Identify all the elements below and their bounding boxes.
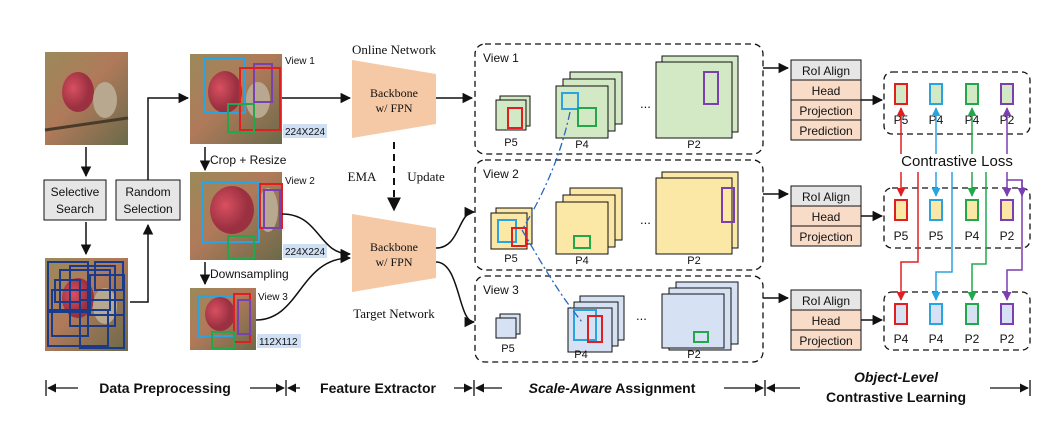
- target-backbone: Backbone w/ FPN: [352, 214, 436, 292]
- original-image: [44, 52, 129, 145]
- view3-label: View 3: [258, 292, 288, 303]
- feature-row3: P4 P4 P2 P2: [883, 291, 1031, 351]
- row3-head: Head: [812, 314, 841, 328]
- view1-size: 224X224: [285, 127, 325, 138]
- v2-p5-label: P5: [504, 253, 517, 265]
- selective-search-image: [45, 258, 128, 351]
- v2-p4-label: P4: [575, 255, 588, 267]
- random-selection-line1: Random: [125, 185, 170, 199]
- row1-head: Head: [812, 84, 841, 98]
- view3-image: [190, 288, 256, 350]
- r2-f2: P4: [965, 229, 980, 243]
- assign-row-view2: View 2 P5 P4 ... P2: [474, 159, 764, 271]
- stage-feature-extractor: Feature Extractor: [320, 380, 436, 396]
- v1-p4-label: P4: [575, 139, 588, 151]
- random-selection-line2: Selection: [123, 202, 172, 216]
- v2-p2-label: P2: [687, 255, 700, 267]
- update-label: Update: [407, 169, 445, 184]
- v3-p5-label: P5: [501, 343, 514, 355]
- online-backbone-line2: w/ FPN: [375, 101, 412, 115]
- stage-bar: Data Preprocessing Feature Extractor Sca…: [45, 369, 1031, 405]
- crop-resize-label: Crop + Resize: [210, 153, 287, 167]
- view3-size: 112X112: [259, 337, 298, 348]
- online-network-label: Online Network: [352, 42, 437, 57]
- online-backbone: Backbone w/ FPN: [352, 60, 436, 138]
- downsampling-label: Downsampling: [210, 267, 289, 281]
- stage-data-preprocessing: Data Preprocessing: [99, 380, 231, 396]
- r2-f3: P2: [1000, 229, 1015, 243]
- head-stack-row2: RoI Align Head Projection: [790, 185, 862, 247]
- head-stack-row3: RoI Align Head Projection: [790, 289, 862, 351]
- view2-size: 224X224: [285, 247, 325, 258]
- view1-image: [190, 54, 282, 144]
- assign-row-view3: View 3 P5 P4 ... P2: [474, 275, 764, 363]
- stage-scale-aware-rest: Assignment: [612, 380, 696, 396]
- v3-p2-label: P2: [687, 349, 700, 361]
- head-stack-row1: RoI Align Head Projection Prediction: [790, 59, 862, 141]
- v1-ellipsis: ...: [640, 96, 651, 111]
- v1-p2-label: P2: [687, 139, 700, 151]
- view2-image: [190, 172, 283, 260]
- assign-view3-label: View 3: [483, 283, 519, 297]
- target-backbone-line1: Backbone: [370, 240, 418, 254]
- row1-roi-align: RoI Align: [802, 64, 850, 78]
- online-backbone-line1: Backbone: [370, 86, 418, 100]
- assign-view2-label: View 2: [483, 167, 519, 181]
- row2-head: Head: [812, 210, 841, 224]
- r3-f2: P2: [965, 332, 980, 346]
- v3-p4-label: P4: [574, 349, 587, 361]
- r2-f0: P5: [894, 229, 909, 243]
- row3-roi-align: RoI Align: [802, 294, 850, 308]
- v2-ellipsis: ...: [640, 212, 651, 227]
- v3-ellipsis: ...: [636, 308, 647, 323]
- selective-search-line1: Selective: [51, 185, 100, 199]
- contrastive-loss-label: Contrastive Loss: [901, 153, 1013, 170]
- random-selection-box: Random Selection: [115, 179, 181, 221]
- selective-search-box: Selective Search: [43, 179, 107, 221]
- assign-row-view1: View 1 P5 P4 ... P2: [474, 43, 764, 155]
- r2-f1: P5: [929, 229, 944, 243]
- feature-row1: P5 P4 P4 P2: [883, 71, 1031, 135]
- target-network-label: Target Network: [353, 306, 435, 321]
- target-backbone-line2: w/ FPN: [375, 255, 412, 269]
- row2-roi-align: RoI Align: [802, 190, 850, 204]
- r3-f0: P4: [894, 332, 909, 346]
- view1-label: View 1: [285, 56, 315, 67]
- r3-f3: P2: [1000, 332, 1015, 346]
- row1-prediction: Prediction: [799, 124, 852, 138]
- ema-label: EMA: [348, 169, 378, 184]
- stage-scale-aware-italic: Scale-Aware: [529, 380, 612, 396]
- v1-p5-label: P5: [504, 137, 517, 149]
- feature-row2: P5 P5 P4 P2: [883, 187, 1031, 249]
- view2-label: View 2: [285, 176, 315, 187]
- row1-projection: Projection: [799, 104, 852, 118]
- stage-contrastive-learning: Contrastive Learning: [826, 389, 966, 405]
- r3-f1: P4: [929, 332, 944, 346]
- stage-scale-aware: Scale-Aware Assignment: [529, 380, 696, 396]
- row2-projection: Projection: [799, 230, 852, 244]
- selective-search-line2: Search: [56, 202, 94, 216]
- stage-object-level: Object-Level: [854, 369, 939, 385]
- assign-view1-label: View 1: [483, 51, 519, 65]
- row3-projection: Projection: [799, 334, 852, 348]
